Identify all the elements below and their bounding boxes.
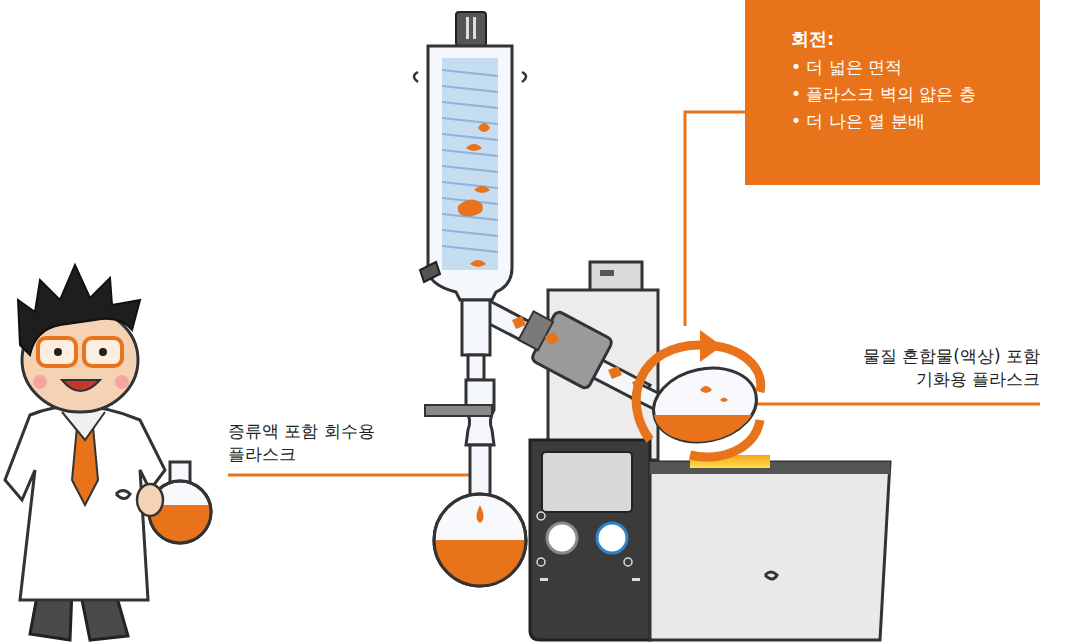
knob bbox=[547, 523, 577, 553]
leader-line bbox=[228, 474, 470, 477]
condensate-droplets bbox=[458, 123, 490, 267]
lab-coat bbox=[5, 406, 165, 600]
hose-connector bbox=[414, 72, 526, 82]
display bbox=[542, 452, 632, 512]
leader-line bbox=[685, 112, 745, 326]
condenser-glass bbox=[428, 46, 512, 300]
clip bbox=[425, 405, 492, 416]
flask-outline bbox=[434, 494, 526, 586]
goggle bbox=[38, 338, 76, 366]
drain-tip bbox=[468, 355, 484, 380]
hand bbox=[137, 484, 163, 516]
motor-housing bbox=[513, 301, 613, 390]
scientist bbox=[5, 265, 215, 640]
knob bbox=[597, 523, 627, 553]
vapor-droplets bbox=[512, 316, 643, 389]
indicator bbox=[632, 578, 640, 581]
bath-body bbox=[650, 462, 890, 640]
part-label: 물질 혼합물(액상) 포함 기화용 플라스크 bbox=[826, 345, 1040, 391]
stopcock bbox=[420, 262, 440, 282]
collar bbox=[62, 412, 105, 440]
callout-heading: 회전: bbox=[791, 26, 1020, 52]
condenser bbox=[414, 12, 526, 380]
arrow-head bbox=[700, 330, 722, 362]
mouth bbox=[62, 380, 100, 391]
heating-bath bbox=[650, 455, 890, 640]
callout-bullet: • 더 나은 열 분배 bbox=[791, 108, 1020, 135]
flask-neck bbox=[470, 445, 490, 496]
distillate bbox=[430, 540, 530, 590]
goggle bbox=[84, 338, 122, 366]
receiving-flask bbox=[425, 380, 530, 590]
drain-tube bbox=[462, 300, 490, 355]
leader-line bbox=[752, 403, 1040, 406]
rotation-arrow bbox=[636, 345, 761, 440]
callout-box: 회전:• 더 넓은 면적• 플라스크 벽의 얇은 층• 더 나은 열 분배 bbox=[745, 0, 1040, 185]
logo bbox=[765, 572, 777, 579]
drop bbox=[477, 505, 484, 523]
evaporation-flask bbox=[632, 330, 770, 457]
cheek bbox=[115, 375, 129, 389]
indicator bbox=[537, 512, 545, 520]
callout-bullet: • 더 넓은 면적 bbox=[791, 54, 1020, 81]
indicator bbox=[537, 558, 545, 566]
cooling-coil bbox=[442, 58, 498, 270]
coil-turns bbox=[442, 70, 498, 252]
eye bbox=[54, 348, 62, 356]
eye bbox=[99, 348, 107, 356]
vapor-bubbles bbox=[700, 386, 728, 402]
vapor-duct bbox=[478, 300, 650, 402]
indicator bbox=[540, 578, 548, 581]
callout-bullet: • 플라스크 벽의 얇은 층 bbox=[791, 81, 1020, 108]
vapor-tube bbox=[478, 300, 650, 402]
logo bbox=[116, 491, 130, 499]
indicator bbox=[624, 558, 632, 566]
part-label: 증류액 포함 회수용 플라스크 bbox=[228, 420, 418, 466]
cap-mark bbox=[473, 17, 476, 39]
control-panel bbox=[530, 440, 650, 640]
cap-mark bbox=[466, 17, 469, 39]
clamp bbox=[519, 311, 553, 350]
condenser-cap bbox=[456, 12, 486, 46]
cheek bbox=[33, 375, 47, 389]
lift-slot bbox=[600, 270, 614, 276]
rotation-arrow bbox=[690, 420, 760, 457]
